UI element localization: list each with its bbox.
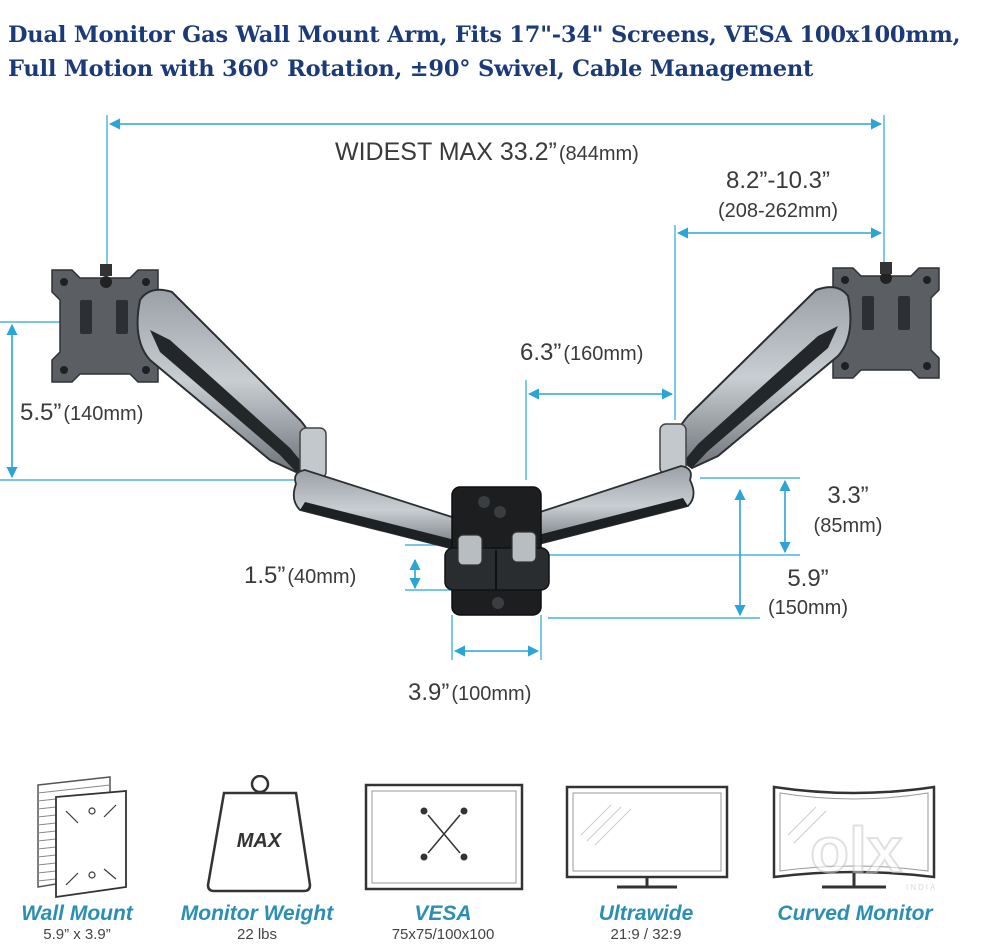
vesa-height-mm-label: (140mm) [63,403,143,425]
pole-offset-label: 3.3” [827,482,868,509]
left-lower-arm [292,469,468,552]
feature-label: VESA [414,902,472,925]
plate-height-label: 5.9” [787,565,828,592]
feature-vesa: VESA 75x75/100x100 [348,775,538,944]
dimension-diagram: WIDEST MAX 33.2”(844mm) 8.2”-10.3” (208-… [0,115,940,706]
inner-width-label: 6.3” [520,339,561,366]
weight-icon: MAX [206,774,312,893]
curved-monitor-icon [772,785,936,889]
feature-ultrawide: Ultrawide 21:9 / 32:9 [551,775,741,944]
svg-text:5.5”(140mm): 5.5”(140mm) [20,399,143,426]
right-lower-arm [521,465,695,548]
feature-label: Ultrawide [598,902,694,925]
bracket-depth-mm-label: (40mm) [287,566,356,588]
plate-height-mm-label: (150mm) [768,597,848,619]
vesa-pattern-icon [364,783,524,891]
svg-text:WIDEST MAX 33.2”(844mm): WIDEST MAX 33.2”(844mm) [335,138,639,166]
right-gas-arm [659,286,852,475]
bracket-depth-label: 1.5” [244,562,285,589]
svg-text:3.9”(100mm): 3.9”(100mm) [408,679,531,706]
vesa-height-label: 5.5” [20,399,61,426]
watermark-sub: INDIA [906,883,937,892]
feature-curved-monitor: Curved Monitor [760,775,950,926]
extension-lines [0,115,885,660]
arm-extension-mm-label: (208-262mm) [718,200,838,222]
svg-text:6.3”(160mm): 6.3”(160mm) [520,339,643,366]
feature-value: 22 lbs [236,926,278,943]
pole-offset-mm-label: (85mm) [814,515,883,537]
inner-width-mm-label: (160mm) [563,343,643,365]
olx-watermark: olx INDIA [800,810,970,905]
arm-extension-label: 8.2”-10.3” [726,167,830,194]
center-wall-plate [444,486,550,616]
left-vesa-plate [51,264,159,383]
feature-value: 21:9 / 32:9 [610,926,682,943]
right-vesa-plate [832,262,940,379]
feature-label: Curved Monitor [777,902,933,925]
feature-monitor-weight: MAX Monitor Weight 22 lbs [162,774,352,944]
plate-width-mm-label: (100mm) [451,683,531,705]
widest-max-label: WIDEST MAX 33.2” [335,138,557,166]
widest-max-mm-label: (844mm) [559,143,639,165]
product-title: Dual Monitor Gas Wall Mount Arm, Fits 17… [8,22,961,82]
watermark-text: olx [810,814,903,886]
feature-value: 5.9” x 3.9” [43,926,111,943]
feature-wall-mount: Wall Mount 5.9” x 3.9” [0,775,172,944]
wall-plate-icon [37,776,127,899]
feature-value: 75x75/100x100 [391,926,495,943]
feature-label: Monitor Weight [180,902,334,925]
ultrawide-monitor-icon [565,785,729,889]
svg-text:1.5”(40mm): 1.5”(40mm) [244,562,356,589]
plate-width-label: 3.9” [408,679,449,706]
feature-label: Wall Mount [21,902,133,925]
left-gas-arm [136,288,327,479]
weight-icon-text: MAX [237,830,283,852]
